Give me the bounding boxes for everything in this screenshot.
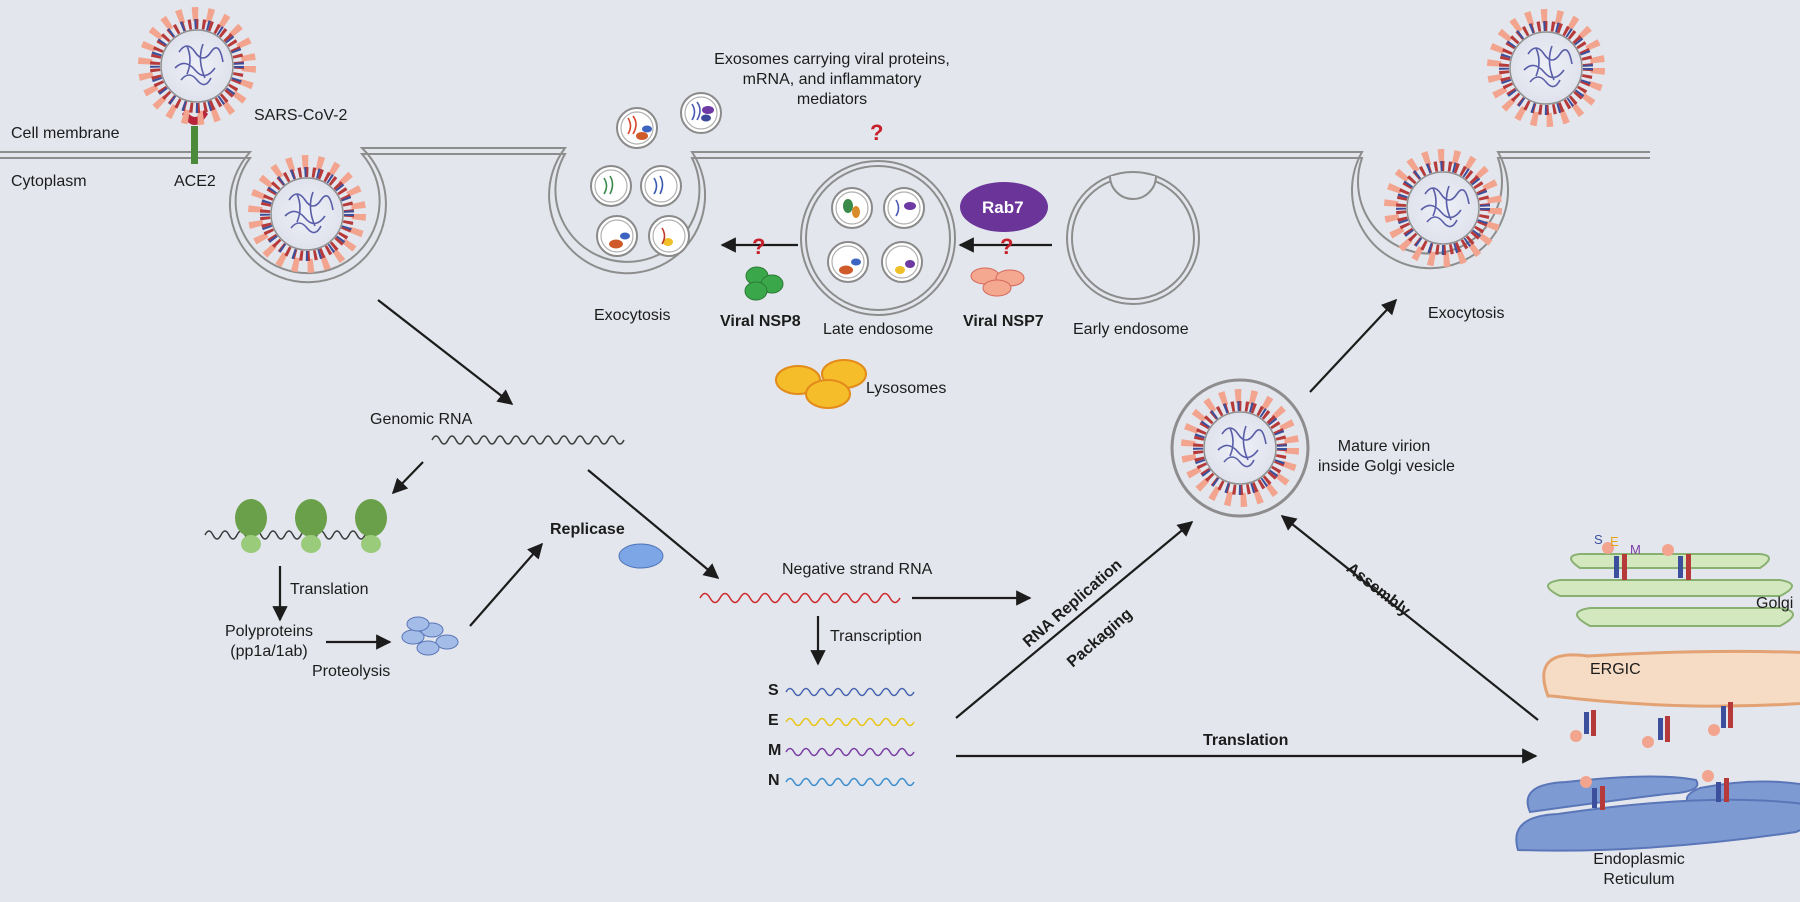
label-exocytosis-right: Exocytosis: [1428, 305, 1505, 322]
subgenomic-rna-m: [785, 747, 915, 757]
genomic-rna-strand: [431, 435, 625, 445]
exosomes-line-1: Exosomes carrying viral proteins,: [714, 51, 950, 68]
early-endosome-invagination: [1109, 175, 1157, 200]
ergic-compartment: [1542, 649, 1800, 708]
golgi-label-m: M: [1630, 542, 1641, 557]
label-polyproteins: Polyproteins (pp1a/1ab): [214, 622, 324, 662]
polyprotein-fragments: [401, 616, 459, 656]
arrow-entry-to-rna: [377, 299, 514, 405]
golgi-label-s: S: [1594, 532, 1603, 547]
label-translation-bottom: Translation: [1203, 732, 1289, 749]
late-endosome-outer: [800, 160, 956, 316]
lysosomes-shape: [775, 359, 867, 409]
endoplasmic-reticulum: [1515, 775, 1800, 852]
question-mark-nsp7: ?: [1000, 234, 1014, 259]
replicase-protein: [618, 543, 664, 569]
mature-virion-line-1: Mature virion: [1337, 438, 1431, 455]
subgenomic-rna-label-e: E: [768, 712, 779, 729]
ergic-proteins: [1570, 702, 1733, 748]
label-lysosomes: Lysosomes: [866, 380, 947, 397]
label-ace2: ACE2: [174, 173, 216, 190]
sars-cov-2-virion-outside: [145, 14, 249, 118]
label-golgi: Golgi: [1756, 595, 1794, 612]
pathway-arrows: [272, 237, 1539, 764]
arrow-to-replicase: [469, 542, 544, 627]
label-exosomes: Exosomes carrying viral proteins, mRNA, …: [692, 50, 972, 110]
label-cell-membrane: Cell membrane: [11, 125, 120, 142]
label-cytoplasm: Cytoplasm: [11, 173, 87, 190]
golgi-label-e: E: [1610, 534, 1619, 549]
exosomes-line-3: mediators: [796, 91, 868, 108]
label-translation-left: Translation: [290, 581, 369, 598]
golgi-apparatus: [1547, 553, 1794, 627]
arrow-to-exocytosis: [1309, 298, 1398, 393]
question-mark-membrane: ?: [870, 120, 884, 145]
label-replicase: Replicase: [550, 521, 625, 538]
label-genomic-rna: Genomic RNA: [370, 411, 473, 428]
er-line-2: Reticulum: [1603, 871, 1675, 888]
released-exosomes: [616, 92, 722, 149]
mrna-with-ribosomes: [204, 530, 374, 540]
er-proteins: [1580, 770, 1729, 810]
nsp8-protein: [744, 266, 784, 301]
cell-membrane: [0, 147, 1650, 284]
nsp7-protein: [970, 267, 1025, 297]
label-transcription: Transcription: [830, 628, 922, 645]
label-sars-cov-2: SARS-CoV-2: [254, 107, 348, 124]
arrow-replication-packaging: [955, 521, 1194, 719]
mvb-left-contents: [590, 165, 690, 257]
subgenomic-rnas: [785, 687, 915, 787]
negative-strand-rna: [699, 592, 901, 604]
golgi-vesicle: [1170, 378, 1310, 518]
late-endosome-inner: [805, 165, 951, 311]
subgenomic-rna-label-s: S: [768, 682, 779, 699]
mature-virion: [1188, 396, 1292, 500]
polyproteins-line-1: Polyproteins: [224, 623, 314, 640]
label-viral-nsp8: Viral NSP8: [720, 313, 801, 330]
label-early-endosome: Early endosome: [1073, 321, 1189, 338]
label-proteolysis: Proteolysis: [312, 663, 391, 680]
label-late-endosome: Late endosome: [823, 321, 934, 338]
rab7-protein: [960, 182, 1048, 232]
label-exocytosis-left: Exocytosis: [594, 307, 671, 324]
mature-virion-line-2: inside Golgi vesicle: [1318, 458, 1455, 475]
ribosomes: [235, 499, 387, 553]
label-negative-strand-rna: Negative strand RNA: [782, 561, 933, 578]
label-rab7: Rab7: [982, 198, 1024, 217]
polyproteins-line-2: (pp1a/1ab): [230, 643, 308, 660]
label-endoplasmic-reticulum: Endoplasmic Reticulum: [1564, 850, 1714, 890]
virion-entering: [255, 162, 359, 266]
subgenomic-rna-s: [785, 687, 915, 697]
er-line-1: Endoplasmic: [1593, 851, 1685, 868]
virion-released: [1494, 16, 1598, 120]
subgenomic-rna-label-n: N: [768, 772, 780, 789]
exosomes-line-2: mRNA, and inflammatory: [742, 71, 922, 88]
label-viral-nsp7: Viral NSP7: [963, 313, 1044, 330]
question-mark-nsp8: ?: [752, 234, 766, 259]
subgenomic-rna-n: [785, 777, 915, 787]
virion-exocytosis: [1391, 156, 1495, 260]
label-ergic: ERGIC: [1590, 661, 1641, 678]
arrow-assembly: [1280, 515, 1539, 721]
label-mature-virion: Mature virion inside Golgi vesicle: [1318, 437, 1518, 477]
golgi-spike-proteins: [1602, 542, 1691, 580]
arrow-rna-to-ribosome: [391, 461, 424, 495]
subgenomic-rna-e: [785, 717, 915, 727]
arrow-to-negative-strand: [587, 469, 720, 579]
late-endosome-contents: [827, 187, 925, 283]
subgenomic-rna-label-m: M: [768, 742, 782, 759]
